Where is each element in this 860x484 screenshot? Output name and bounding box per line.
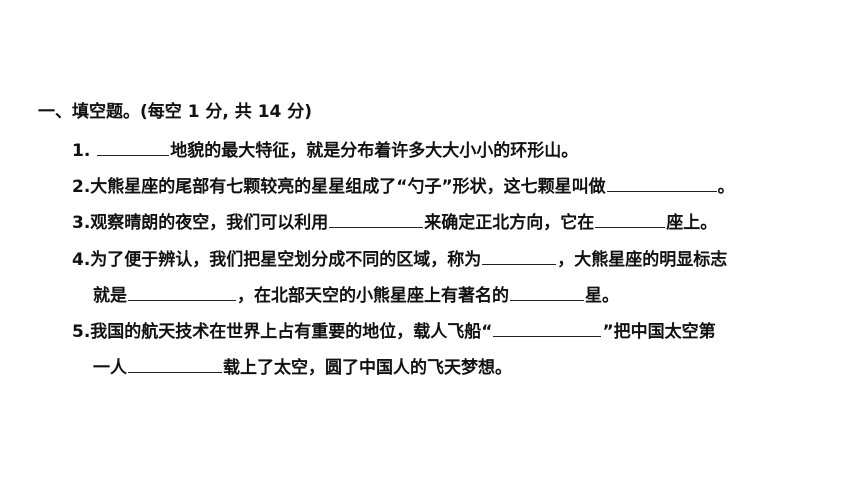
question-1: 1. 地貌的最大特征，就是分布着许多大大小小的环形山。 xyxy=(72,136,578,161)
question-text: 大熊星座的尾部有七颗较亮的星星组成了“勺子”形状，这七颗星叫做 xyxy=(90,177,606,197)
answer-blank[interactable] xyxy=(493,335,602,337)
answer-blank[interactable] xyxy=(510,299,584,301)
section-title: 一、填空题。(每空 1 分, 共 14 分) xyxy=(38,102,313,122)
question-text: 我国的航天技术在世界上占有重要的地位，载人飞船“ xyxy=(90,322,493,342)
answer-blank[interactable] xyxy=(482,263,557,265)
question-2: 2.大熊星座的尾部有七颗较亮的星星组成了“勺子”形状，这七颗星叫做 。 xyxy=(72,172,735,197)
question-text: 。 xyxy=(717,177,735,197)
question-5: 5.我国的航天技术在世界上占有重要的地位，载人飞船“ ”把中国太空第 xyxy=(72,317,716,342)
question-number: 1. xyxy=(72,141,91,161)
question-number: 3. xyxy=(72,213,91,233)
answer-blank[interactable] xyxy=(97,154,170,156)
answer-blank[interactable] xyxy=(606,190,717,192)
question-text: 为了便于辨认，我们把星空划分成不同的区域，称为 xyxy=(90,250,482,270)
question-3: 3.观察晴朗的夜空，我们可以利用 来确定正北方向，它在 座上。 xyxy=(72,208,717,233)
answer-blank[interactable] xyxy=(595,226,666,228)
question-5-continued: 一人 载上了太空，圆了中国人的飞天梦想。 xyxy=(93,353,512,378)
question-4: 4.为了便于辨认，我们把星空划分成不同的区域，称为 ，大熊星座的明显标志 xyxy=(72,245,727,270)
question-text: 星。 xyxy=(585,286,619,306)
question-text: 观察晴朗的夜空，我们可以利用 xyxy=(90,213,329,233)
question-text: ”把中国太空第 xyxy=(602,322,716,342)
question-text: 一人 xyxy=(93,358,127,378)
question-text: 载上了太空，圆了中国人的飞天梦想。 xyxy=(223,358,512,378)
question-text: ，大熊星座的明显标志 xyxy=(557,250,728,270)
answer-blank[interactable] xyxy=(329,226,424,228)
question-number: 5. xyxy=(72,322,91,342)
question-4-continued: 就是 ，在北部天空的小熊星座上有著名的 星。 xyxy=(93,281,619,306)
question-number: 4. xyxy=(72,250,91,270)
question-text: 座上。 xyxy=(666,213,718,233)
question-text: 来确定正北方向，它在 xyxy=(424,213,595,233)
question-text: 地貌的最大特征，就是分布着许多大大小小的环形山。 xyxy=(170,141,579,161)
question-text: ，在北部天空的小熊星座上有著名的 xyxy=(237,286,509,306)
question-number: 2. xyxy=(72,177,91,197)
answer-blank[interactable] xyxy=(128,299,236,301)
answer-blank[interactable] xyxy=(128,371,222,373)
question-text: 就是 xyxy=(93,286,127,306)
